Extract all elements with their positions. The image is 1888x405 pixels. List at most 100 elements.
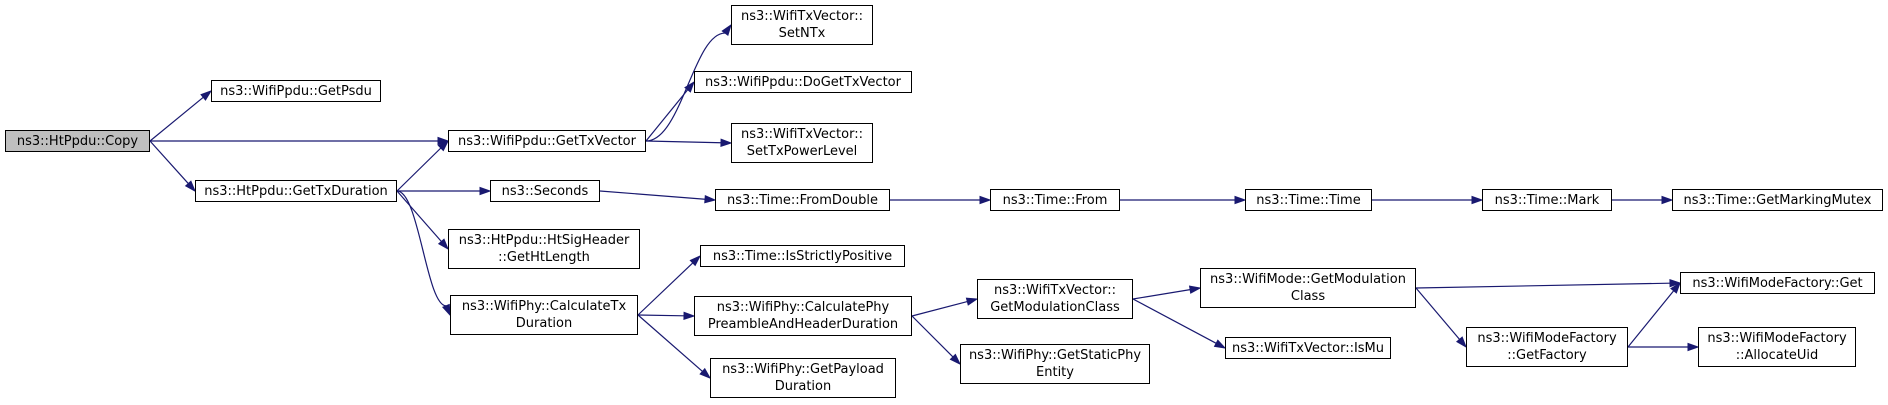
arrowhead-from-to-time [1234, 195, 1247, 205]
node-wifimodefactory-getfactory[interactable]: ns3::WifiModeFactory ::GetFactory [1466, 327, 1628, 367]
arrowhead-txv_getmodclass-to-ismu [1213, 339, 1227, 349]
arrowhead-copy-to-gettxduration [184, 180, 197, 193]
edge-calculatetxduration-to-calcpreamble [637, 314, 685, 317]
arrowhead-calculatetxduration-to-isstrictlypositive [689, 254, 702, 267]
arrowhead-calculatetxduration-to-calcpreamble [683, 311, 696, 321]
arrowhead-calcpreamble-to-txv_getmodclass [965, 297, 979, 306]
arrowhead-gettxduration-to-calculatetxduration [442, 303, 451, 317]
node-wifitxvector-ismu[interactable]: ns3::WifiTxVector::IsMu [1225, 337, 1391, 359]
node-htppdu-gettxduration[interactable]: ns3::HtPpdu::GetTxDuration [195, 180, 397, 202]
node-wifimode-getmodulationclass[interactable]: ns3::WifiMode::GetModulation Class [1200, 268, 1416, 308]
edge-gettxduration-to-gethtlength [396, 190, 442, 242]
node-wifiphy-calculatetxduration[interactable]: ns3::WifiPhy::CalculateTx Duration [450, 295, 638, 335]
node-label: ns3::HtPpdu::HtSigHeader [458, 233, 630, 248]
node-label: ns3::WifiPhy::CalculatePhy [716, 300, 890, 315]
node-time-fromdouble[interactable]: ns3::Time::FromDouble [715, 189, 890, 211]
node-label: ns3::WifiPpdu::GetPsdu [220, 83, 372, 99]
arrowhead-gettxduration-to-seconds [479, 186, 492, 196]
node-label: ns3::WifiPhy::GetPayload [722, 362, 884, 377]
node-time-time[interactable]: ns3::Time::Time [1245, 189, 1372, 211]
node-wifiphy-getpayloadduration[interactable]: ns3::WifiPhy::GetPayload Duration [710, 358, 896, 398]
node-wifitxvector-setntx[interactable]: ns3::WifiTxVector:: SetNTx [731, 5, 873, 45]
node-wifippdu-getpsdu[interactable]: ns3::WifiPpdu::GetPsdu [211, 80, 381, 102]
arrowhead-mode_getmodclass-to-getfactory [1456, 336, 1467, 349]
arrowhead-seconds-to-fromdouble [704, 194, 717, 204]
arrowhead-calcpreamble-to-getstaticphy [949, 353, 962, 366]
edge-txv_getmodclass-to-mode_getmodclass [1132, 289, 1191, 300]
node-label: ns3::Time::FromDouble [727, 192, 878, 208]
arrowhead-calculatetxduration-to-getpayloadduration [699, 367, 712, 379]
arrowhead-mark-to-getmarkingmutex [1661, 195, 1674, 205]
arrowhead-getfactory-to-allocateuid [1687, 342, 1700, 352]
edge-calculatetxduration-to-getpayloadduration [637, 314, 703, 372]
arrowhead-mode_getmodclass-to-factory_get [1669, 278, 1682, 288]
node-seconds[interactable]: ns3::Seconds [490, 180, 600, 202]
node-label: ns3::WifiTxVector:: [993, 283, 1116, 298]
edge-gettxduration-to-calculatetxduration [396, 190, 447, 307]
node-label: ns3::Seconds [501, 183, 589, 199]
node-wifiphy-getstaticphyentity[interactable]: ns3::WifiPhy::GetStaticPhy Entity [960, 344, 1150, 384]
node-label: ::AllocateUid [1735, 348, 1819, 363]
edge-mode_getmodclass-to-getfactory [1415, 287, 1460, 340]
node-label: ns3::Time::GetMarkingMutex [1683, 192, 1872, 208]
node-label: ns3::WifiPpdu::DoGetTxVector [705, 74, 901, 90]
edge-gettxvector-to-dogettxvector [645, 89, 689, 142]
edge-txv_getmodclass-to-ismu [1132, 298, 1217, 344]
node-wifitxvector-settxpowerlevel[interactable]: ns3::WifiTxVector:: SetTxPowerLevel [731, 123, 873, 163]
node-time-mark[interactable]: ns3::Time::Mark [1482, 189, 1612, 211]
node-label: PreambleAndHeaderDuration [707, 317, 899, 332]
node-label: SetTxPowerLevel [746, 144, 858, 159]
node-wifippdu-gettxvector[interactable]: ns3::WifiPpdu::GetTxVector [448, 130, 646, 152]
edge-copy-to-gettxduration [149, 140, 189, 184]
node-label: ns3::WifiTxVector::IsMu [1231, 340, 1385, 356]
node-label: ns3::Time::Mark [1494, 192, 1600, 208]
node-wifimodefactory-allocateuid[interactable]: ns3::WifiModeFactory ::AllocateUid [1698, 327, 1856, 367]
edge-gettxvector-to-settxpowerlevel [645, 140, 722, 144]
node-label: ns3::Time::IsStrictlyPositive [712, 248, 893, 264]
node-label: ns3::WifiPpdu::GetTxVector [458, 133, 636, 149]
node-wifippdu-dogettxvector[interactable]: ns3::WifiPpdu::DoGetTxVector [694, 71, 912, 93]
node-label: ns3::HtPpdu::GetTxDuration [204, 183, 388, 199]
node-label: Duration [774, 379, 832, 394]
node-label: ns3::WifiModeFactory [1477, 331, 1617, 346]
arrowhead-fromdouble-to-from [979, 195, 992, 205]
node-wifimodefactory-get[interactable]: ns3::WifiModeFactory::Get [1680, 272, 1875, 294]
node-label: ns3::HtPpdu::Copy [16, 133, 139, 149]
node-label: ns3::WifiTxVector:: [740, 9, 863, 24]
edge-calcpreamble-to-txv_getmodclass [911, 300, 968, 317]
arrowhead-gettxvector-to-dogettxvector [684, 80, 695, 93]
node-time-getmarkingmutex[interactable]: ns3::Time::GetMarkingMutex [1672, 189, 1883, 211]
edge-getfactory-to-factory_get [1627, 290, 1675, 348]
node-label: ::GetFactory [1507, 348, 1587, 363]
node-time-isstrictlypositive[interactable]: ns3::Time::IsStrictlyPositive [700, 245, 905, 267]
node-label: ns3::WifiModeFactory [1707, 331, 1847, 346]
arrowhead-gettxvector-to-setntx [721, 23, 732, 36]
arrowhead-gettxduration-to-gethtlength [437, 238, 449, 251]
edge-copy-to-getpsdu [149, 96, 204, 142]
node-label: ns3::Time::Time [1256, 192, 1361, 208]
arrowhead-gettxvector-to-settxpowerlevel [720, 138, 733, 147]
node-label: ns3::WifiPhy::CalculateTx [461, 299, 627, 314]
edge-mode_getmodclass-to-factory_get [1415, 282, 1671, 289]
node-label: ::GetHtLength [498, 250, 590, 265]
node-label: ns3::WifiModeFactory::Get [1692, 275, 1863, 291]
edge-calculatetxduration-to-isstrictlypositive [637, 262, 694, 316]
arrowhead-gettxduration-to-gettxvector [437, 139, 450, 152]
node-label: GetModulationClass [990, 300, 1120, 315]
node-label: Class [1290, 289, 1326, 304]
node-label: ns3::WifiPhy::GetStaticPhy [968, 348, 1142, 363]
edge-gettxduration-to-gettxvector [396, 147, 442, 192]
arrowhead-getfactory-to-factory_get [1670, 281, 1681, 294]
node-label: SetNTx [778, 26, 826, 41]
node-htppdu-copy: ns3::HtPpdu::Copy [5, 130, 150, 152]
arrowhead-copy-to-gettxvector [437, 136, 450, 146]
node-wifitxvector-getmodulationclass[interactable]: ns3::WifiTxVector:: GetModulationClass [977, 279, 1133, 319]
node-time-from[interactable]: ns3::Time::From [990, 189, 1120, 211]
edge-seconds-to-fromdouble [599, 190, 706, 200]
arrowhead-time-to-mark [1471, 195, 1484, 205]
node-label: Entity [1036, 365, 1074, 380]
node-wifiphy-calculatephypreambleandheaderduration[interactable]: ns3::WifiPhy::CalculatePhy PreambleAndHe… [694, 296, 912, 336]
node-label: Duration [515, 316, 573, 331]
node-htsigheader-gethtlength[interactable]: ns3::HtPpdu::HtSigHeader ::GetHtLength [448, 229, 640, 269]
